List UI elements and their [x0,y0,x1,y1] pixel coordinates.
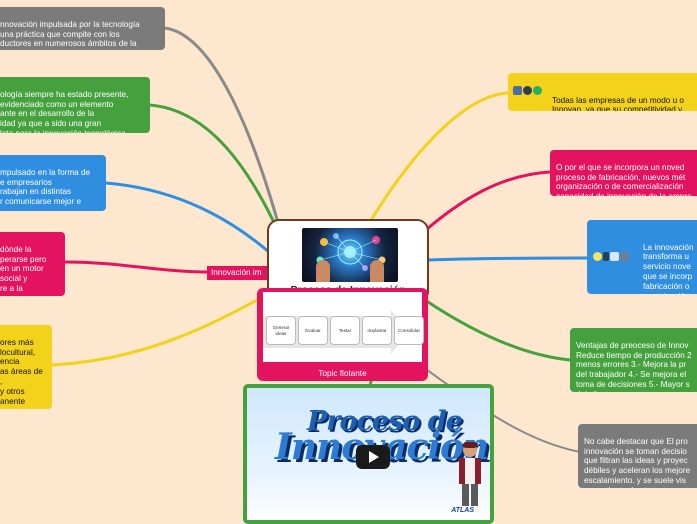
chart-icon [610,252,619,261]
floating-topic[interactable]: Generar ideas Evaluar Testar Implantar C… [257,288,428,381]
node-icons [593,252,629,261]
node-left-blue[interactable]: mpulsado en la forma de e empresarios ra… [0,155,106,211]
node-right-pink[interactable]: O por el que se incorpora un noved proce… [550,150,697,196]
phone-icon [603,252,609,261]
node-text: mpulsado en la forma de e empresarios ra… [0,167,91,207]
video-logo: ATLAS [451,507,474,514]
building-icon [513,86,522,95]
node-text: La innovación transforma u servicio nove… [643,242,694,294]
play-button[interactable] [356,445,390,469]
step-label: Testar [338,327,352,333]
node-text: No cabe destacar que El pro innovación s… [584,436,691,488]
node-left-pink[interactable]: dónde la perarse pero en un motor social… [0,232,65,296]
step-label: Generar ideas [272,324,290,336]
step-testar: Testar [330,316,360,345]
node-right-gray[interactable]: No cabe destacar que El pro innovación s… [578,424,697,488]
step-implantar: Implantar [362,316,392,345]
node-text: Ventajas de preoceso de Innov Reduce tie… [576,340,692,392]
subtopic-innovacion[interactable]: Innovación im [207,266,269,280]
video-embed[interactable]: Proceso de Innovación ATLAS [243,384,494,524]
step-label: Consolidar [398,327,420,333]
lightbulb-icon [593,252,602,261]
person-illustration-icon [459,442,481,506]
globe-icon [533,86,542,95]
node-left-yellow[interactable]: ores más locultural, encia as áreas de ,… [0,325,52,409]
node-left-green[interactable]: ología siempre ha estado presente, evide… [0,77,150,133]
process-steps-image: Generar ideas Evaluar Testar Implantar C… [263,292,424,362]
node-text: Todas las empresas de un modo u o Innova… [552,95,684,111]
node-text: nnovación impulsada por la tecnología un… [0,19,140,50]
step-label: Evaluar [305,327,321,333]
step-consolidar: Consolidar [394,316,424,345]
node-text: dónde la perarse pero en un motor social… [0,244,47,293]
node-text: ores más locultural, encia as áreas de ,… [0,337,43,406]
subtopic-label: Innovación im [211,268,262,277]
gear-icon [523,86,532,95]
step-generar: Generar ideas [266,316,296,345]
node-text: O por el que se incorpora un noved proce… [556,162,692,196]
central-image [302,228,398,282]
node-right-yellow[interactable]: Todas las empresas de un modo u o Innova… [508,73,697,111]
step-label: Implantar [367,327,387,333]
step-evaluar: Evaluar [298,316,328,345]
node-right-green[interactable]: Ventajas de preoceso de Innov Reduce tie… [570,328,697,392]
left-hand-icon [316,260,330,282]
node-left-gray[interactable]: nnovación impulsada por la tecnología un… [0,7,165,50]
right-hand-icon [370,260,384,282]
floating-topic-label: Topic flotante [318,369,367,378]
video-title-top: Proceso de [307,406,463,437]
node-text: ología siempre ha estado presente, evide… [0,89,129,133]
node-right-blue[interactable]: La innovación transforma u servicio nove… [587,220,697,294]
node-icons [513,86,542,95]
building-icon [620,252,629,261]
